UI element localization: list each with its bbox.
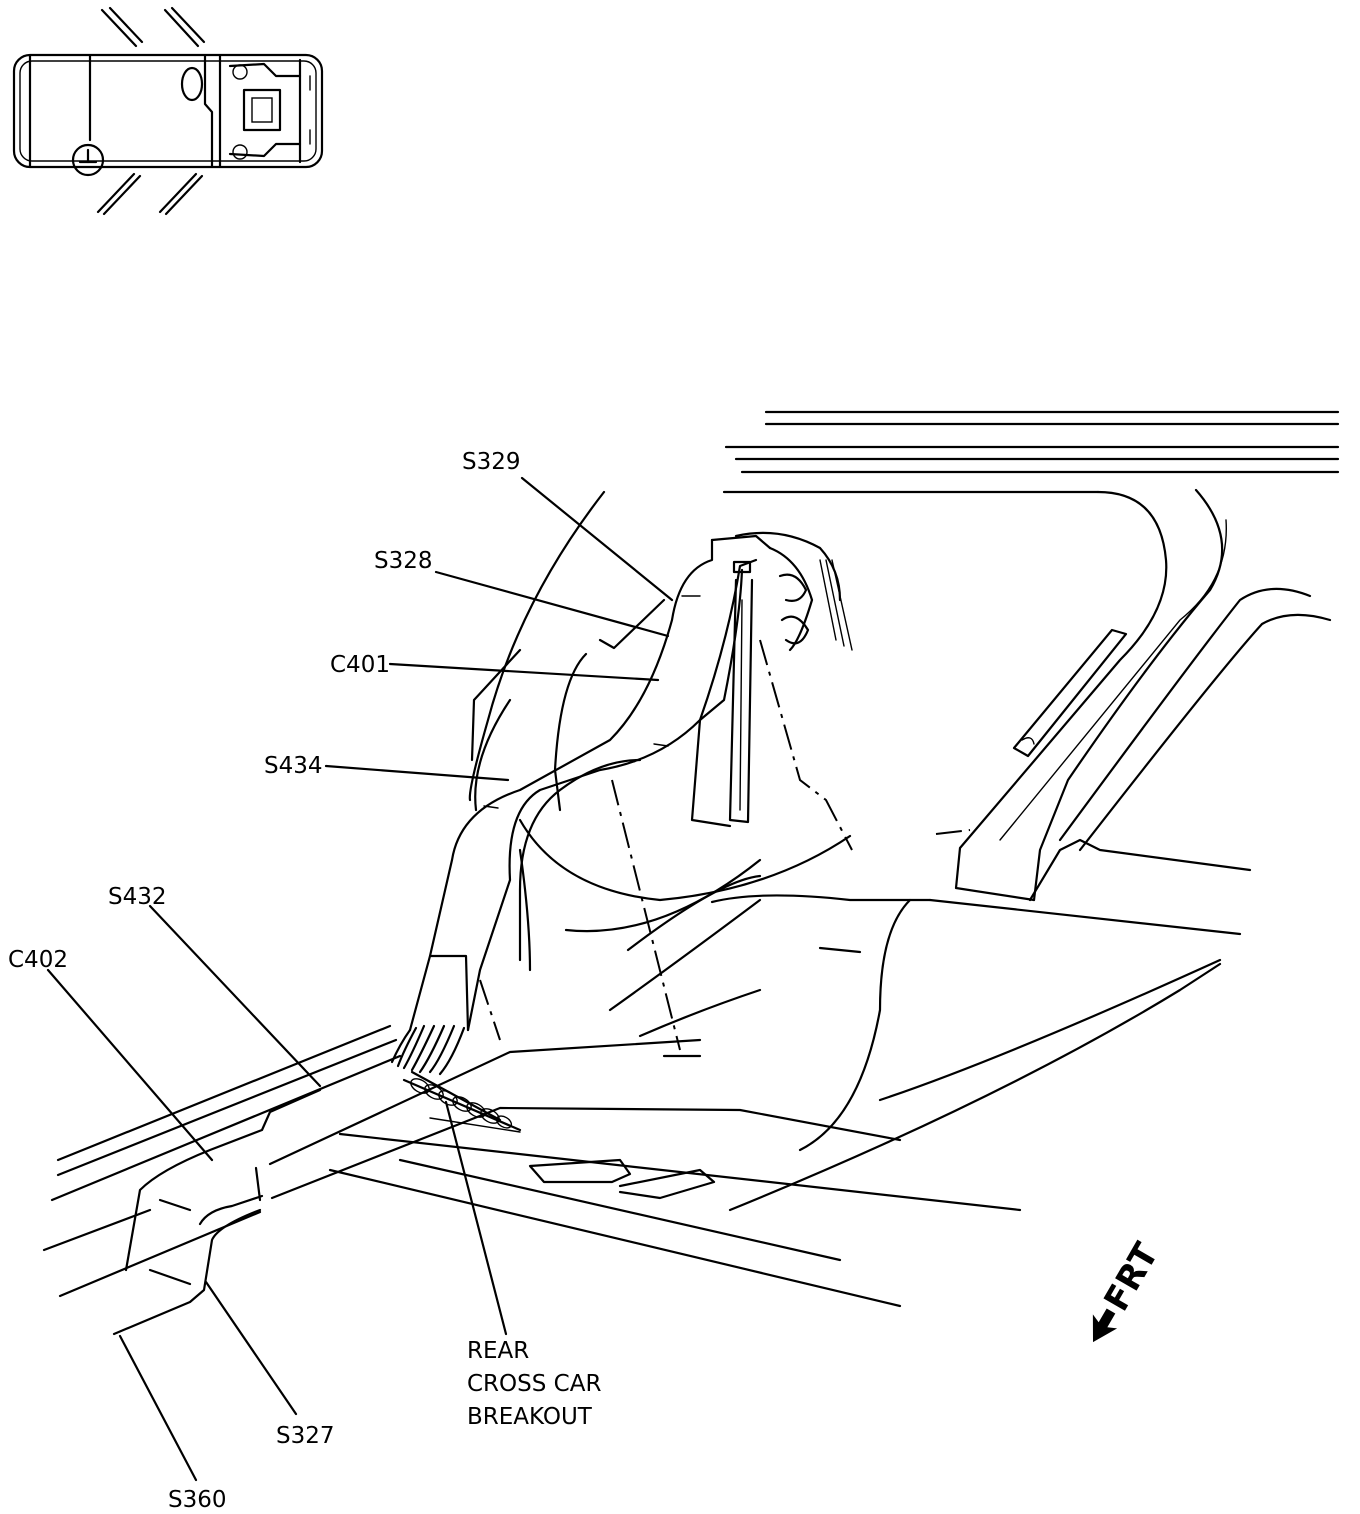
label-s434: S434 (264, 753, 323, 779)
wiring-harness (390, 531, 853, 1132)
label-breakout-line2: CROSS CAR (467, 1371, 601, 1397)
label-breakout-line3: BREAKOUT (467, 1404, 593, 1430)
front-arrow-icon: FRT (1092, 1236, 1168, 1343)
label-breakout-line1: REAR (467, 1338, 529, 1364)
vehicle-locator-icon (12, 6, 324, 216)
label-c401: C401 (330, 652, 390, 678)
vehicle-body-outline (42, 410, 1340, 1336)
label-s328: S328 (374, 548, 433, 574)
label-s432: S432 (108, 884, 167, 910)
label-c402: C402 (8, 947, 68, 973)
leader-lines (46, 476, 674, 1482)
direction-label: FRT (1097, 1236, 1168, 1318)
corrugated-conduit (410, 1078, 513, 1129)
label-s329: S329 (462, 449, 521, 475)
label-s327: S327 (276, 1423, 335, 1449)
label-s360: S360 (168, 1487, 227, 1513)
